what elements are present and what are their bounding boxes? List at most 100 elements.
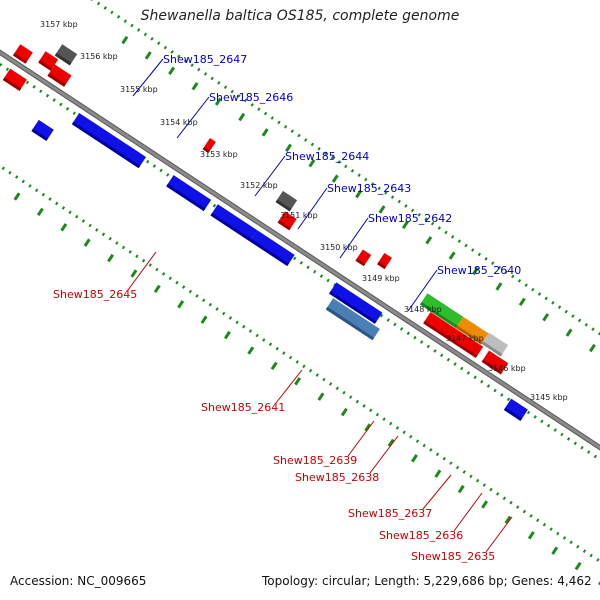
kbp-label: 3145 kbp [530, 393, 568, 402]
ruler-tick [247, 346, 255, 355]
ruler-tick [285, 143, 292, 153]
gene-feature [166, 175, 212, 212]
ruler-tick [261, 128, 269, 137]
gene-feature-edge [277, 220, 291, 231]
gene-feature-edge [31, 128, 49, 141]
gene-feature [503, 398, 528, 421]
gene-label: Shew185_2635 [411, 550, 495, 563]
gene-feature [47, 64, 72, 87]
gene-feature-body [250, 230, 295, 265]
gene-feature-body [420, 293, 464, 327]
gene-feature [71, 112, 147, 169]
gene-feature-edge [503, 407, 523, 421]
gene-leader-line [254, 155, 286, 197]
ruler-tick [191, 82, 199, 91]
gene-leader-line [127, 251, 157, 291]
ruler-tick [565, 328, 573, 337]
ruler-tick [214, 97, 222, 106]
ruler-tick [340, 407, 348, 417]
gene-feature [481, 350, 509, 375]
gene-feature [277, 211, 297, 231]
genome-summary-text: Topology: circular; Length: 5,229,686 bp… [262, 574, 592, 588]
ruler-tick [355, 189, 363, 199]
kbp-label: 3156 kbp [80, 52, 118, 61]
ruler-tick [144, 51, 152, 60]
genome-backbone [0, 50, 600, 450]
gene-feature-edge [423, 320, 453, 342]
ruler-tick [200, 315, 208, 324]
ruler-tick [495, 282, 503, 291]
gene-feature-edge [355, 258, 366, 267]
gene-feature [423, 312, 459, 342]
gene-feature-body [32, 119, 54, 140]
ruler-tick [387, 438, 395, 448]
gene-feature-body [482, 350, 509, 374]
kbp-label: 3150 kbp [320, 243, 358, 252]
ruler-tick [331, 174, 339, 183]
gene-feature-body [451, 330, 484, 357]
ruler-tick [177, 300, 185, 309]
ruler-tick [504, 515, 512, 525]
ruler-tick [60, 223, 68, 232]
ruler-tick [457, 484, 465, 494]
accession-text: Accession: NC_009665 [10, 574, 147, 588]
ruler-tick [551, 546, 559, 555]
gene-feature-body [276, 190, 298, 211]
ruler-tick [130, 269, 138, 278]
gene-feature [12, 44, 33, 64]
gene-feature [249, 230, 295, 267]
ruler-tick [401, 220, 409, 230]
kbp-label: 3152 kbp [240, 181, 278, 190]
gene-feature-body [329, 282, 383, 323]
gene-leader-line [275, 369, 303, 404]
gene-feature-edge [12, 52, 28, 64]
gene-feature-body [211, 204, 258, 241]
gene-label: Shew185_2641 [201, 401, 285, 414]
kbp-label: 3151 kbp [280, 211, 318, 220]
ruler-tick [36, 207, 44, 217]
gene-feature-edge [481, 359, 503, 375]
kbp-label: 3154 kbp [160, 118, 198, 127]
ruler-tick [518, 297, 526, 307]
kbp-label: 3153 kbp [200, 150, 238, 159]
ruler-tick [425, 236, 433, 245]
gene-feature-edge [202, 146, 211, 154]
gene-feature-edge [328, 291, 377, 324]
gene-feature-body [278, 211, 297, 230]
gene-feature-body [326, 298, 380, 339]
gene-feature-body [504, 398, 528, 420]
gene-feature [450, 330, 484, 358]
kbp-label: 3147 kbp [446, 334, 484, 343]
gene-feature [325, 298, 380, 341]
gene-leader-line [176, 96, 210, 139]
gene-feature [38, 51, 59, 71]
gene-label: Shew185_2644 [285, 150, 369, 163]
gene-feature [275, 190, 298, 212]
ruler-tick [542, 313, 550, 322]
ruler-tick [378, 205, 386, 214]
gene-feature-edge [450, 338, 478, 358]
gene-leader-line [339, 217, 369, 259]
gene-leader-line [422, 474, 452, 510]
gene-feature [31, 119, 54, 141]
kbp-label: 3146 kbp [488, 364, 526, 373]
gene-feature-edge [455, 325, 483, 345]
ruler-tick [121, 35, 129, 45]
gene-feature [328, 282, 383, 324]
gene-feature-body [13, 44, 33, 63]
ruler-tick [574, 561, 582, 571]
ruler-tick [411, 454, 418, 463]
ruler-tick [527, 531, 535, 540]
ruler-tick [238, 112, 246, 122]
ruler-tick [364, 423, 372, 432]
gene-leader-line [407, 269, 438, 312]
ruler-tick [83, 238, 91, 247]
kbp-label: 3148 kbp [404, 305, 442, 314]
ruler-tick [13, 192, 21, 201]
gene-feature-edge [71, 121, 141, 169]
gene-label: Shew185_2647 [163, 53, 247, 66]
gene-label: Shew185_2643 [327, 182, 411, 195]
gene-feature [419, 293, 464, 329]
gene-feature [202, 138, 216, 154]
